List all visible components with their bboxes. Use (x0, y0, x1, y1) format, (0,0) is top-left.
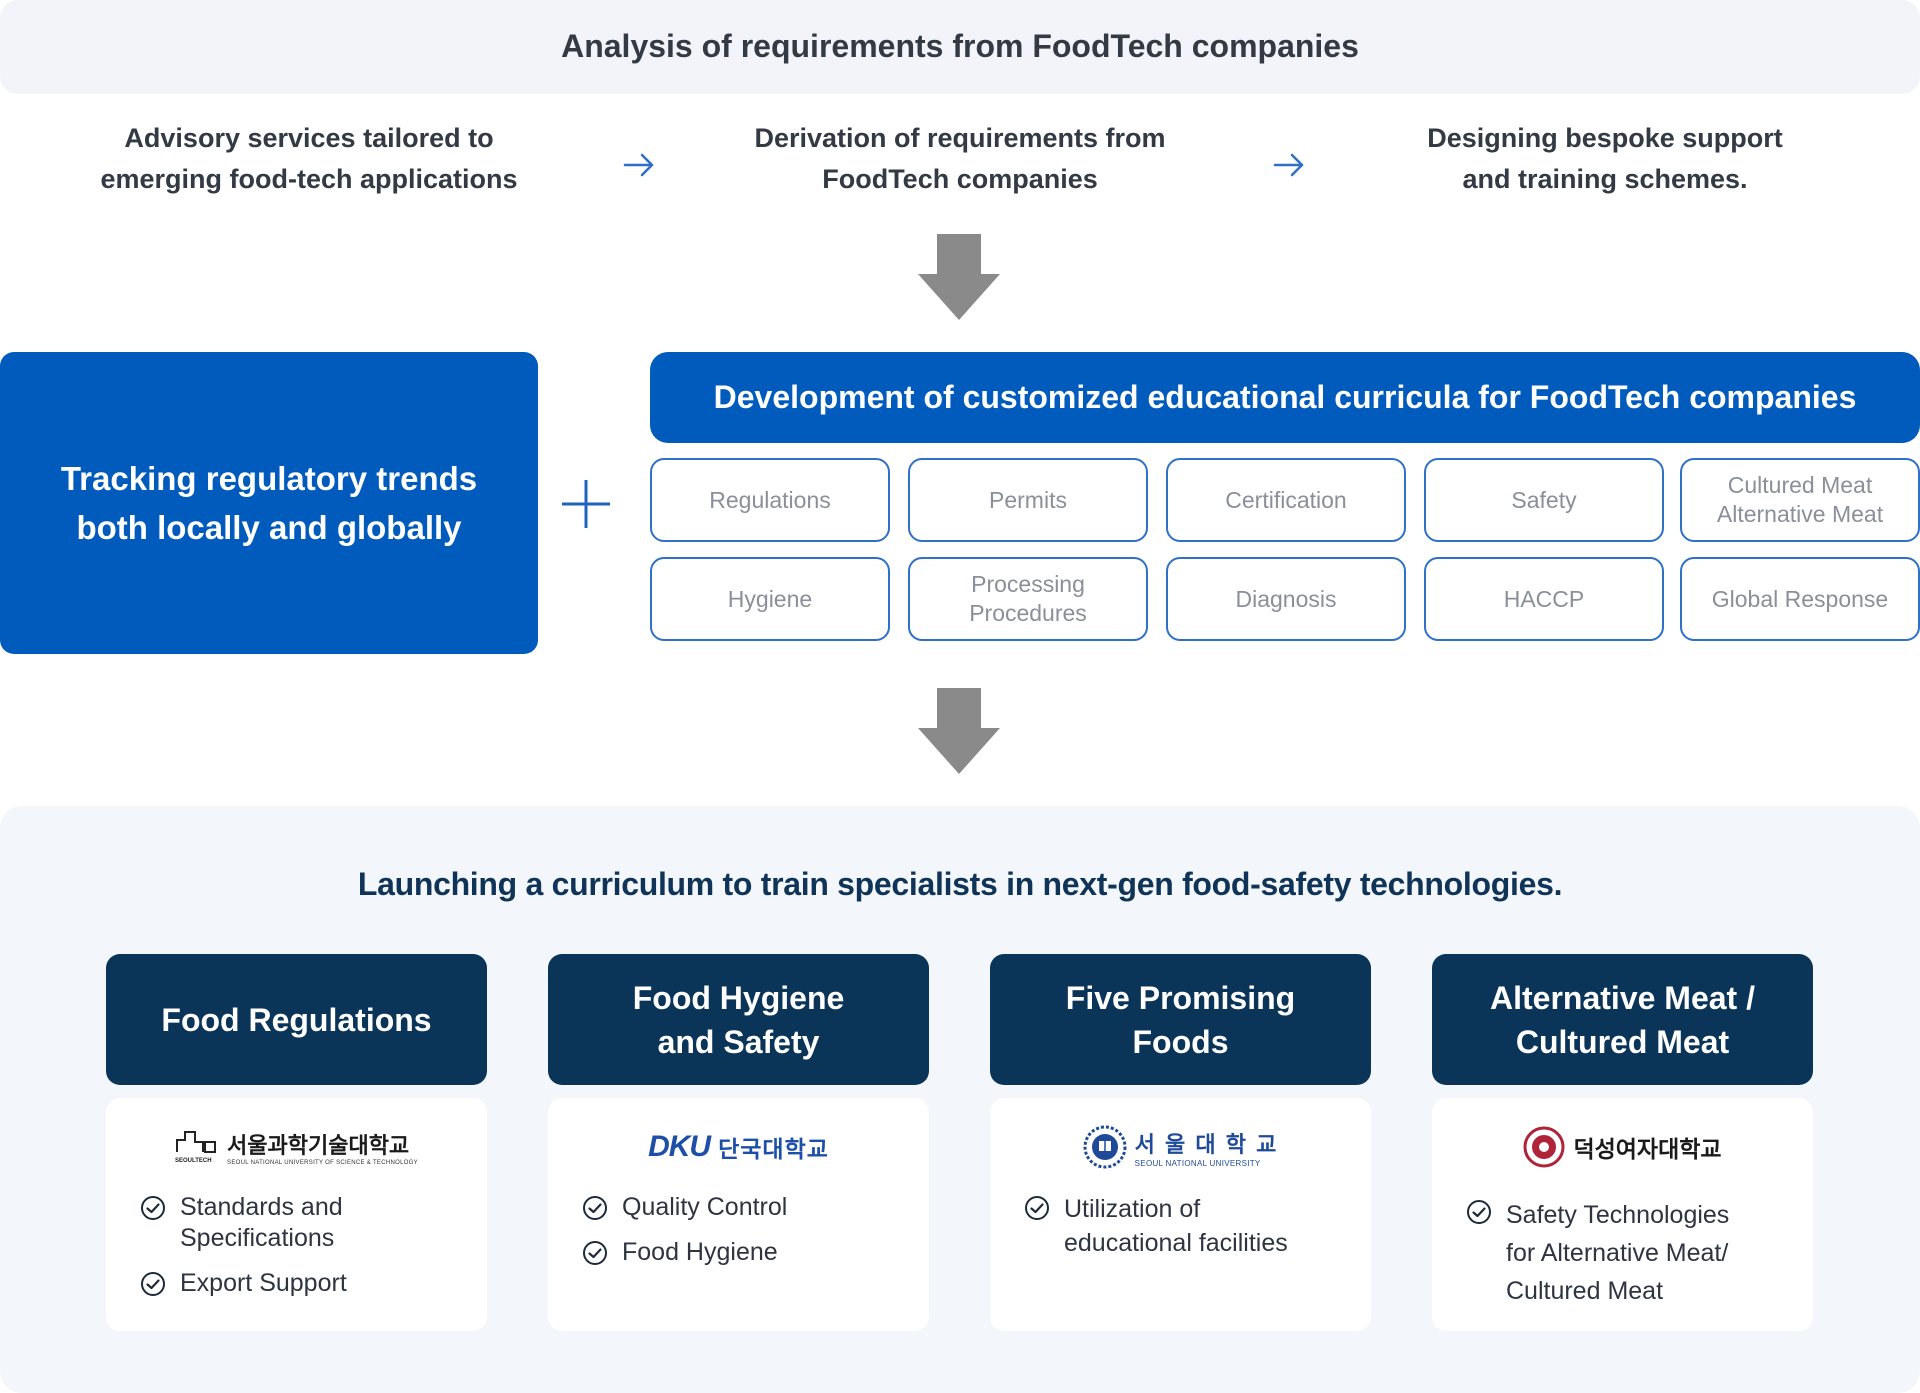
chip-safety: Safety (1424, 458, 1664, 542)
card-heading-food-regulations: Food Regulations (106, 954, 487, 1085)
chip-regulations: Regulations (650, 458, 890, 542)
card-body-five-promising-foods: 서 울 대 학 교 SEOUL NATIONAL UNIVERSITY Util… (990, 1098, 1371, 1331)
chip-diagnosis: Diagnosis (1166, 557, 1406, 641)
down-arrow-icon (918, 688, 1000, 774)
chip-cultured-meat: Cultured Meat Alternative Meat (1680, 458, 1920, 542)
card-body-food-regulations: SEOULTECH 서울과학기술대학교 SEOUL NATIONAL UNIVE… (106, 1098, 487, 1331)
seoultech-logo-text: 서울과학기술대학교 (227, 1133, 410, 1158)
duksung-emblem-icon (1523, 1126, 1565, 1168)
step-advisory: Advisory services tailored to emerging f… (100, 123, 518, 194)
development-banner: Development of customized educational cu… (650, 352, 1920, 443)
chip-permits: Permits (908, 458, 1148, 542)
tracking-box: Tracking regulatory trends both locally … (0, 352, 538, 654)
check-circle-icon (583, 1196, 607, 1220)
down-arrow-icon (918, 234, 1000, 320)
card-body-alternative-meat: 덕성여자대학교 Safety Technologies for Alternat… (1432, 1098, 1813, 1331)
duksung-logo: 덕성여자대학교 (1432, 1124, 1813, 1170)
card-item-list: Standards and Specifications Export Supp… (140, 1192, 470, 1313)
chip-hygiene: Hygiene (650, 557, 890, 641)
list-item: Food Hygiene (582, 1237, 912, 1268)
list-item: Safety Technologies for Alternative Meat… (1466, 1196, 1796, 1310)
list-item: Quality Control (582, 1192, 912, 1223)
chip-processing: Processing Procedures (908, 557, 1148, 641)
dku-logo: DKU 단국대학교 (548, 1124, 929, 1170)
list-item: Export Support (140, 1268, 470, 1299)
tracking-text: Tracking regulatory trends both locally … (60, 460, 478, 546)
arrow-right-icon (623, 153, 654, 177)
check-circle-icon (583, 1241, 607, 1265)
step-designing: Designing bespoke support and training s… (1427, 123, 1783, 194)
seoultech-logo: SEOULTECH 서울과학기술대학교 SEOUL NATIONAL UNIVE… (106, 1124, 487, 1170)
list-item-text: Quality Control (622, 1193, 788, 1221)
development-title: Development of customized educational cu… (713, 379, 1857, 415)
list-item-text: Export Support (180, 1269, 347, 1297)
chip-global-response: Global Response (1680, 557, 1920, 641)
svg-text:SEOULTECH: SEOULTECH (175, 1158, 212, 1164)
list-item: Utilization of educational facilities (1024, 1192, 1354, 1260)
top-banner-title: Analysis of requirements from FoodTech c… (561, 28, 1359, 64)
snu-logo-subtext: SEOUL NATIONAL UNIVERSITY (1134, 1158, 1261, 1168)
card-heading-five-promising-foods: Five Promising Foods (990, 954, 1371, 1085)
duksung-logo-text: 덕성여자대학교 (1573, 1136, 1722, 1162)
card-heading-food-hygiene: Food Hygiene and Safety (548, 954, 929, 1085)
check-circle-icon (141, 1196, 165, 1220)
list-item-text: Utilization of educational facilities (1064, 1195, 1288, 1257)
check-circle-icon (1467, 1200, 1491, 1224)
card-item-list: Utilization of educational facilities (1024, 1192, 1354, 1274)
step-derivation: Derivation of requirements from FoodTech… (754, 123, 1166, 194)
snu-logo: 서 울 대 학 교 SEOUL NATIONAL UNIVERSITY (990, 1124, 1371, 1170)
seoultech-emblem-icon: SEOULTECH (175, 1131, 217, 1164)
card-body-food-hygiene: DKU 단국대학교 Quality Control Food Hygiene (548, 1098, 929, 1331)
snu-logo-text: 서 울 대 학 교 (1134, 1131, 1279, 1157)
list-item-text: Safety Technologies for Alternative Meat… (1506, 1201, 1730, 1305)
snu-emblem-icon (1083, 1125, 1127, 1169)
list-item-text: Food Hygiene (622, 1238, 778, 1266)
check-circle-icon (1025, 1196, 1049, 1220)
launch-title: Launching a curriculum to train speciali… (357, 866, 1563, 902)
dku-logo-text: 단국대학교 (718, 1136, 829, 1162)
list-item-text: Standards and Specifications (180, 1193, 343, 1252)
seoultech-logo-subtext: SEOUL NATIONAL UNIVERSITY OF SCIENCE & T… (227, 1160, 418, 1166)
top-banner (0, 0, 1920, 94)
list-item: Standards and Specifications (140, 1192, 470, 1254)
dku-logo-mark: DKU (648, 1130, 711, 1163)
chip-certification: Certification (1166, 458, 1406, 542)
card-item-list: Safety Technologies for Alternative Meat… (1466, 1196, 1796, 1324)
chip-haccp: HACCP (1424, 557, 1664, 641)
card-item-list: Quality Control Food Hygiene (582, 1192, 912, 1282)
arrow-right-icon (1273, 153, 1304, 177)
card-heading-alternative-meat: Alternative Meat / Cultured Meat (1432, 954, 1813, 1085)
check-circle-icon (141, 1272, 165, 1296)
plus-icon (562, 480, 610, 528)
